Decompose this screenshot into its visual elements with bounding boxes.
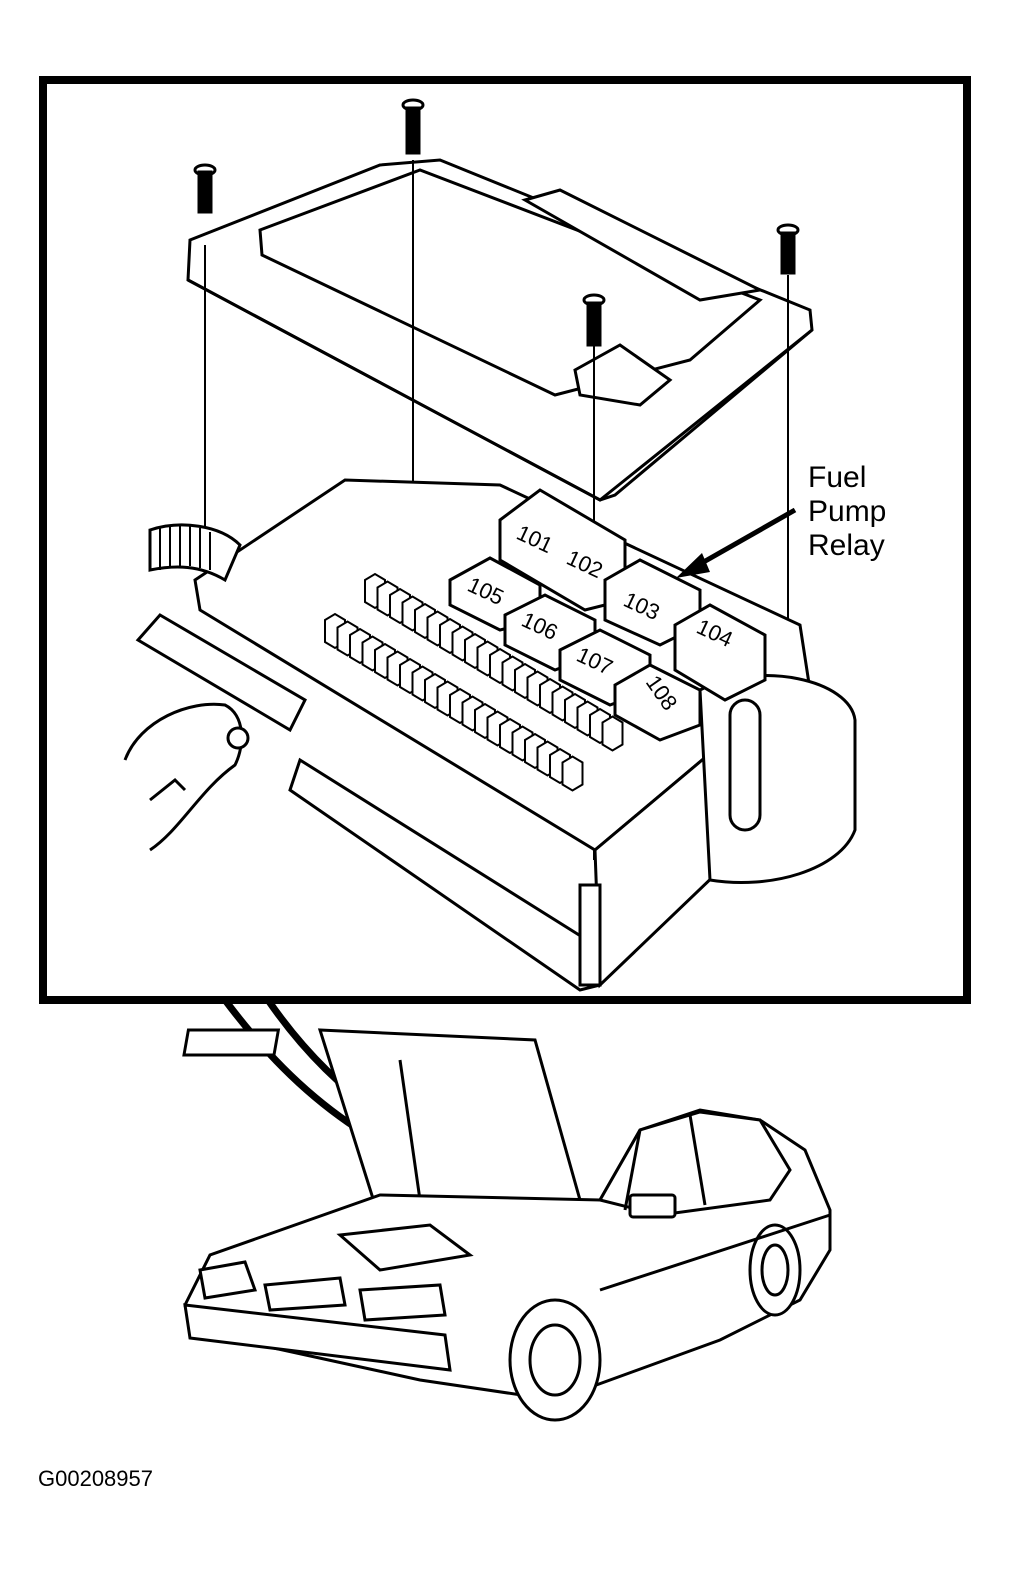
- cover-screws: [193, 98, 800, 347]
- wire-harness: [148, 523, 242, 583]
- car-illustration: [182, 1028, 832, 1422]
- relay-104: [673, 603, 767, 702]
- relay-108: [613, 663, 702, 742]
- callout-line-2: Pump: [808, 495, 886, 528]
- relays: [448, 488, 767, 742]
- fuel-pump-relay-callout: Fuel Pump Relay: [808, 461, 886, 562]
- fuse: [561, 755, 584, 792]
- raised-hood: [317, 1028, 582, 1207]
- fuse-rows: [324, 572, 624, 792]
- callout-line-3: Relay: [808, 529, 885, 562]
- screw-icon: [776, 223, 800, 275]
- fuse-box-cover: [186, 158, 814, 502]
- screw-icon: [193, 163, 217, 214]
- screw-icon: [401, 98, 425, 155]
- screw-icon: [582, 293, 606, 347]
- fuel-pump-relay-arrow: [676, 507, 797, 578]
- fuse-row-lower: [324, 612, 584, 792]
- fuse-row-upper: [364, 572, 624, 752]
- figure-id: G00208957: [38, 1466, 153, 1491]
- inset-frame: [39, 76, 971, 1004]
- fuse: [601, 715, 624, 752]
- callout-line-1: Fuel: [808, 461, 866, 494]
- hand-with-fuse-puller: [123, 613, 307, 852]
